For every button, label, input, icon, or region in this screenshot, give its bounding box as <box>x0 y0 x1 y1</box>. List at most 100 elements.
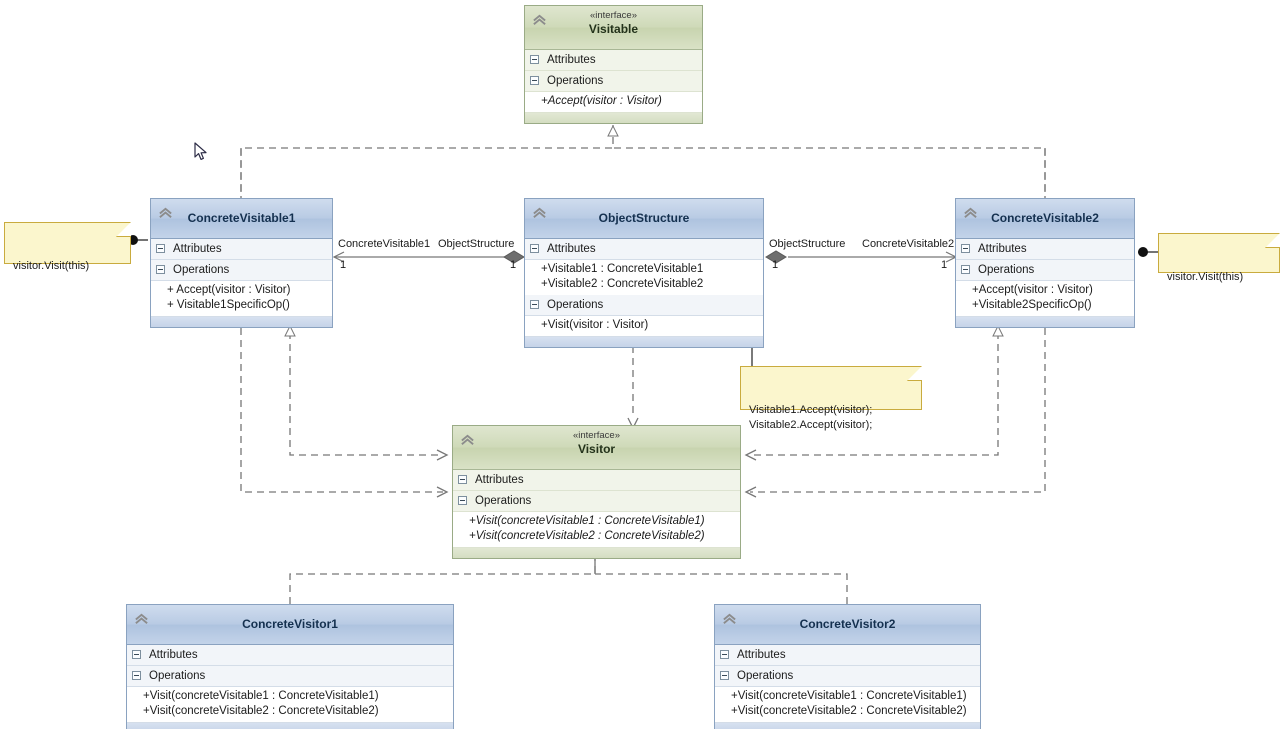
note-fold-corner <box>907 366 922 381</box>
class-box-visitor[interactable]: «interface» Visitor Attributes Operation… <box>452 425 741 559</box>
operations-list: +Visit(visitor : Visitor) <box>525 316 763 336</box>
stereotype-label: «interface» <box>572 430 620 441</box>
class-box-objectstructure[interactable]: ObjectStructure Attributes +Visitable1 :… <box>524 198 764 348</box>
collapse-toggle-icon[interactable] <box>156 265 165 274</box>
class-chevron-icon <box>533 207 546 218</box>
operations-label: Operations <box>978 264 1035 276</box>
operations-list: +Visit(concreteVisitable1 : ConcreteVisi… <box>715 687 980 722</box>
collapse-toggle-icon[interactable] <box>720 671 729 680</box>
multiplicity-source-right: 1 <box>772 259 779 271</box>
class-header-visitor: «interface» Visitor <box>453 426 740 470</box>
operation-item: + Accept(visitor : Visitor) <box>167 284 291 296</box>
multiplicity-source-left: 1 <box>340 259 347 271</box>
operation-item: +Visit(concreteVisitable2 : ConcreteVisi… <box>143 705 379 717</box>
collapse-toggle-icon[interactable] <box>961 244 970 253</box>
collapse-toggle-icon[interactable] <box>530 300 539 309</box>
class-box-concretevisitor2[interactable]: ConcreteVisitor2 Attributes Operations +… <box>714 604 981 729</box>
operations-section-header[interactable]: Operations <box>127 666 453 687</box>
class-name-label: ObjectStructure <box>598 211 690 225</box>
note-fold-corner <box>116 222 131 237</box>
attributes-section-header[interactable]: Attributes <box>525 239 763 260</box>
operations-label: Operations <box>547 75 604 87</box>
class-footer <box>715 722 980 729</box>
operations-section-header[interactable]: Operations <box>453 491 740 512</box>
dependency-cv1-to-visitor <box>284 320 449 461</box>
class-name-label: ConcreteVisitor2 <box>799 617 896 631</box>
attributes-label: Attributes <box>737 649 786 661</box>
collapse-toggle-icon[interactable] <box>458 496 467 505</box>
interface-chevron-icon <box>461 434 474 445</box>
operations-label: Operations <box>173 264 230 276</box>
operations-label: Operations <box>475 495 532 507</box>
class-footer <box>525 336 763 347</box>
collapse-toggle-icon[interactable] <box>132 650 141 659</box>
note-text: Visitable1.Accept(visitor); Visitable2.A… <box>749 404 873 431</box>
class-header-visitable: «interface» Visitable <box>525 6 702 50</box>
attributes-label: Attributes <box>547 54 596 66</box>
attributes-section-header[interactable]: Attributes <box>715 645 980 666</box>
class-chevron-icon <box>159 207 172 218</box>
class-name-label: ConcreteVisitable1 <box>187 211 296 225</box>
mouse-cursor-icon <box>194 142 207 160</box>
stereotype-label: «interface» <box>589 10 637 21</box>
class-name-label: Visitor <box>577 442 616 456</box>
interface-chevron-icon <box>533 14 546 25</box>
operation-item: +Accept(visitor : Visitor) <box>541 95 662 107</box>
attributes-label: Attributes <box>173 243 222 255</box>
operations-section-header[interactable]: Operations <box>525 71 702 92</box>
operations-section-header[interactable]: Operations <box>525 295 763 316</box>
attributes-label: Attributes <box>978 243 1027 255</box>
realization-cv1-to-visitable <box>240 120 619 192</box>
attributes-label: Attributes <box>547 243 596 255</box>
note-left-visitor-visit[interactable]: visitor.Visit(this) <box>4 222 131 272</box>
attributes-section-header[interactable]: Attributes <box>956 239 1134 260</box>
multiplicity-target-right: 1 <box>941 259 948 271</box>
operations-section-header[interactable]: Operations <box>956 260 1134 281</box>
class-name-label: Visitable <box>588 22 639 36</box>
class-box-concretevisitable1[interactable]: ConcreteVisitable1 Attributes Operations… <box>150 198 333 328</box>
collapse-toggle-icon[interactable] <box>458 475 467 484</box>
collapse-toggle-icon[interactable] <box>720 650 729 659</box>
association-label-target-left: ObjectStructure <box>438 238 515 250</box>
operation-item: +Visit(concreteVisitable1 : ConcreteVisi… <box>469 515 705 527</box>
operation-item: +Visitable2SpecificOp() <box>972 299 1092 311</box>
operation-item: + Visitable1SpecificOp() <box>167 299 290 311</box>
association-cv1-objectstructure <box>332 250 525 264</box>
collapse-toggle-icon[interactable] <box>132 671 141 680</box>
realization-cv2-to-visitable <box>613 147 1046 192</box>
attribute-item: +Visitable2 : ConcreteVisitable2 <box>541 278 704 290</box>
attributes-label: Attributes <box>149 649 198 661</box>
multiplicity-target-left: 1 <box>510 259 517 271</box>
operations-section-header[interactable]: Operations <box>151 260 332 281</box>
class-footer <box>453 547 740 558</box>
class-box-visitable[interactable]: «interface» Visitable Attributes Operati… <box>524 5 703 124</box>
attributes-section-header[interactable]: Attributes <box>127 645 453 666</box>
operations-label: Operations <box>149 670 206 682</box>
operations-section-header[interactable]: Operations <box>715 666 980 687</box>
class-box-concretevisitor1[interactable]: ConcreteVisitor1 Attributes Operations +… <box>126 604 454 729</box>
operations-list: + Accept(visitor : Visitor) + Visitable1… <box>151 281 332 316</box>
collapse-toggle-icon[interactable] <box>530 55 539 64</box>
collapse-toggle-icon[interactable] <box>530 244 539 253</box>
collapse-toggle-icon[interactable] <box>530 76 539 85</box>
attributes-section-header[interactable]: Attributes <box>453 470 740 491</box>
association-objectstructure-cv2 <box>765 250 958 264</box>
operation-item: +Visit(visitor : Visitor) <box>541 319 649 331</box>
attributes-label: Attributes <box>475 474 524 486</box>
note-text: visitor.Visit(this) <box>1167 271 1244 283</box>
operations-list: +Visit(concreteVisitable1 : ConcreteVisi… <box>127 687 453 722</box>
class-footer <box>127 722 453 729</box>
association-label-source-left: ConcreteVisitable1 <box>338 238 431 250</box>
class-footer <box>956 316 1134 327</box>
attributes-section-header[interactable]: Attributes <box>525 50 702 71</box>
collapse-toggle-icon[interactable] <box>961 265 970 274</box>
operation-item: +Accept(visitor : Visitor) <box>972 284 1093 296</box>
note-center-accept-calls[interactable]: Visitable1.Accept(visitor); Visitable2.A… <box>740 366 922 431</box>
class-box-concretevisitable2[interactable]: ConcreteVisitable2 Attributes Operations… <box>955 198 1135 328</box>
attributes-section-header[interactable]: Attributes <box>151 239 332 260</box>
collapse-toggle-icon[interactable] <box>156 244 165 253</box>
note-fold-corner <box>1265 233 1280 248</box>
note-right-visitor-visit[interactable]: visitor.Visit(this) <box>1158 233 1280 283</box>
attribute-item: +Visitable1 : ConcreteVisitable1 <box>541 263 704 275</box>
